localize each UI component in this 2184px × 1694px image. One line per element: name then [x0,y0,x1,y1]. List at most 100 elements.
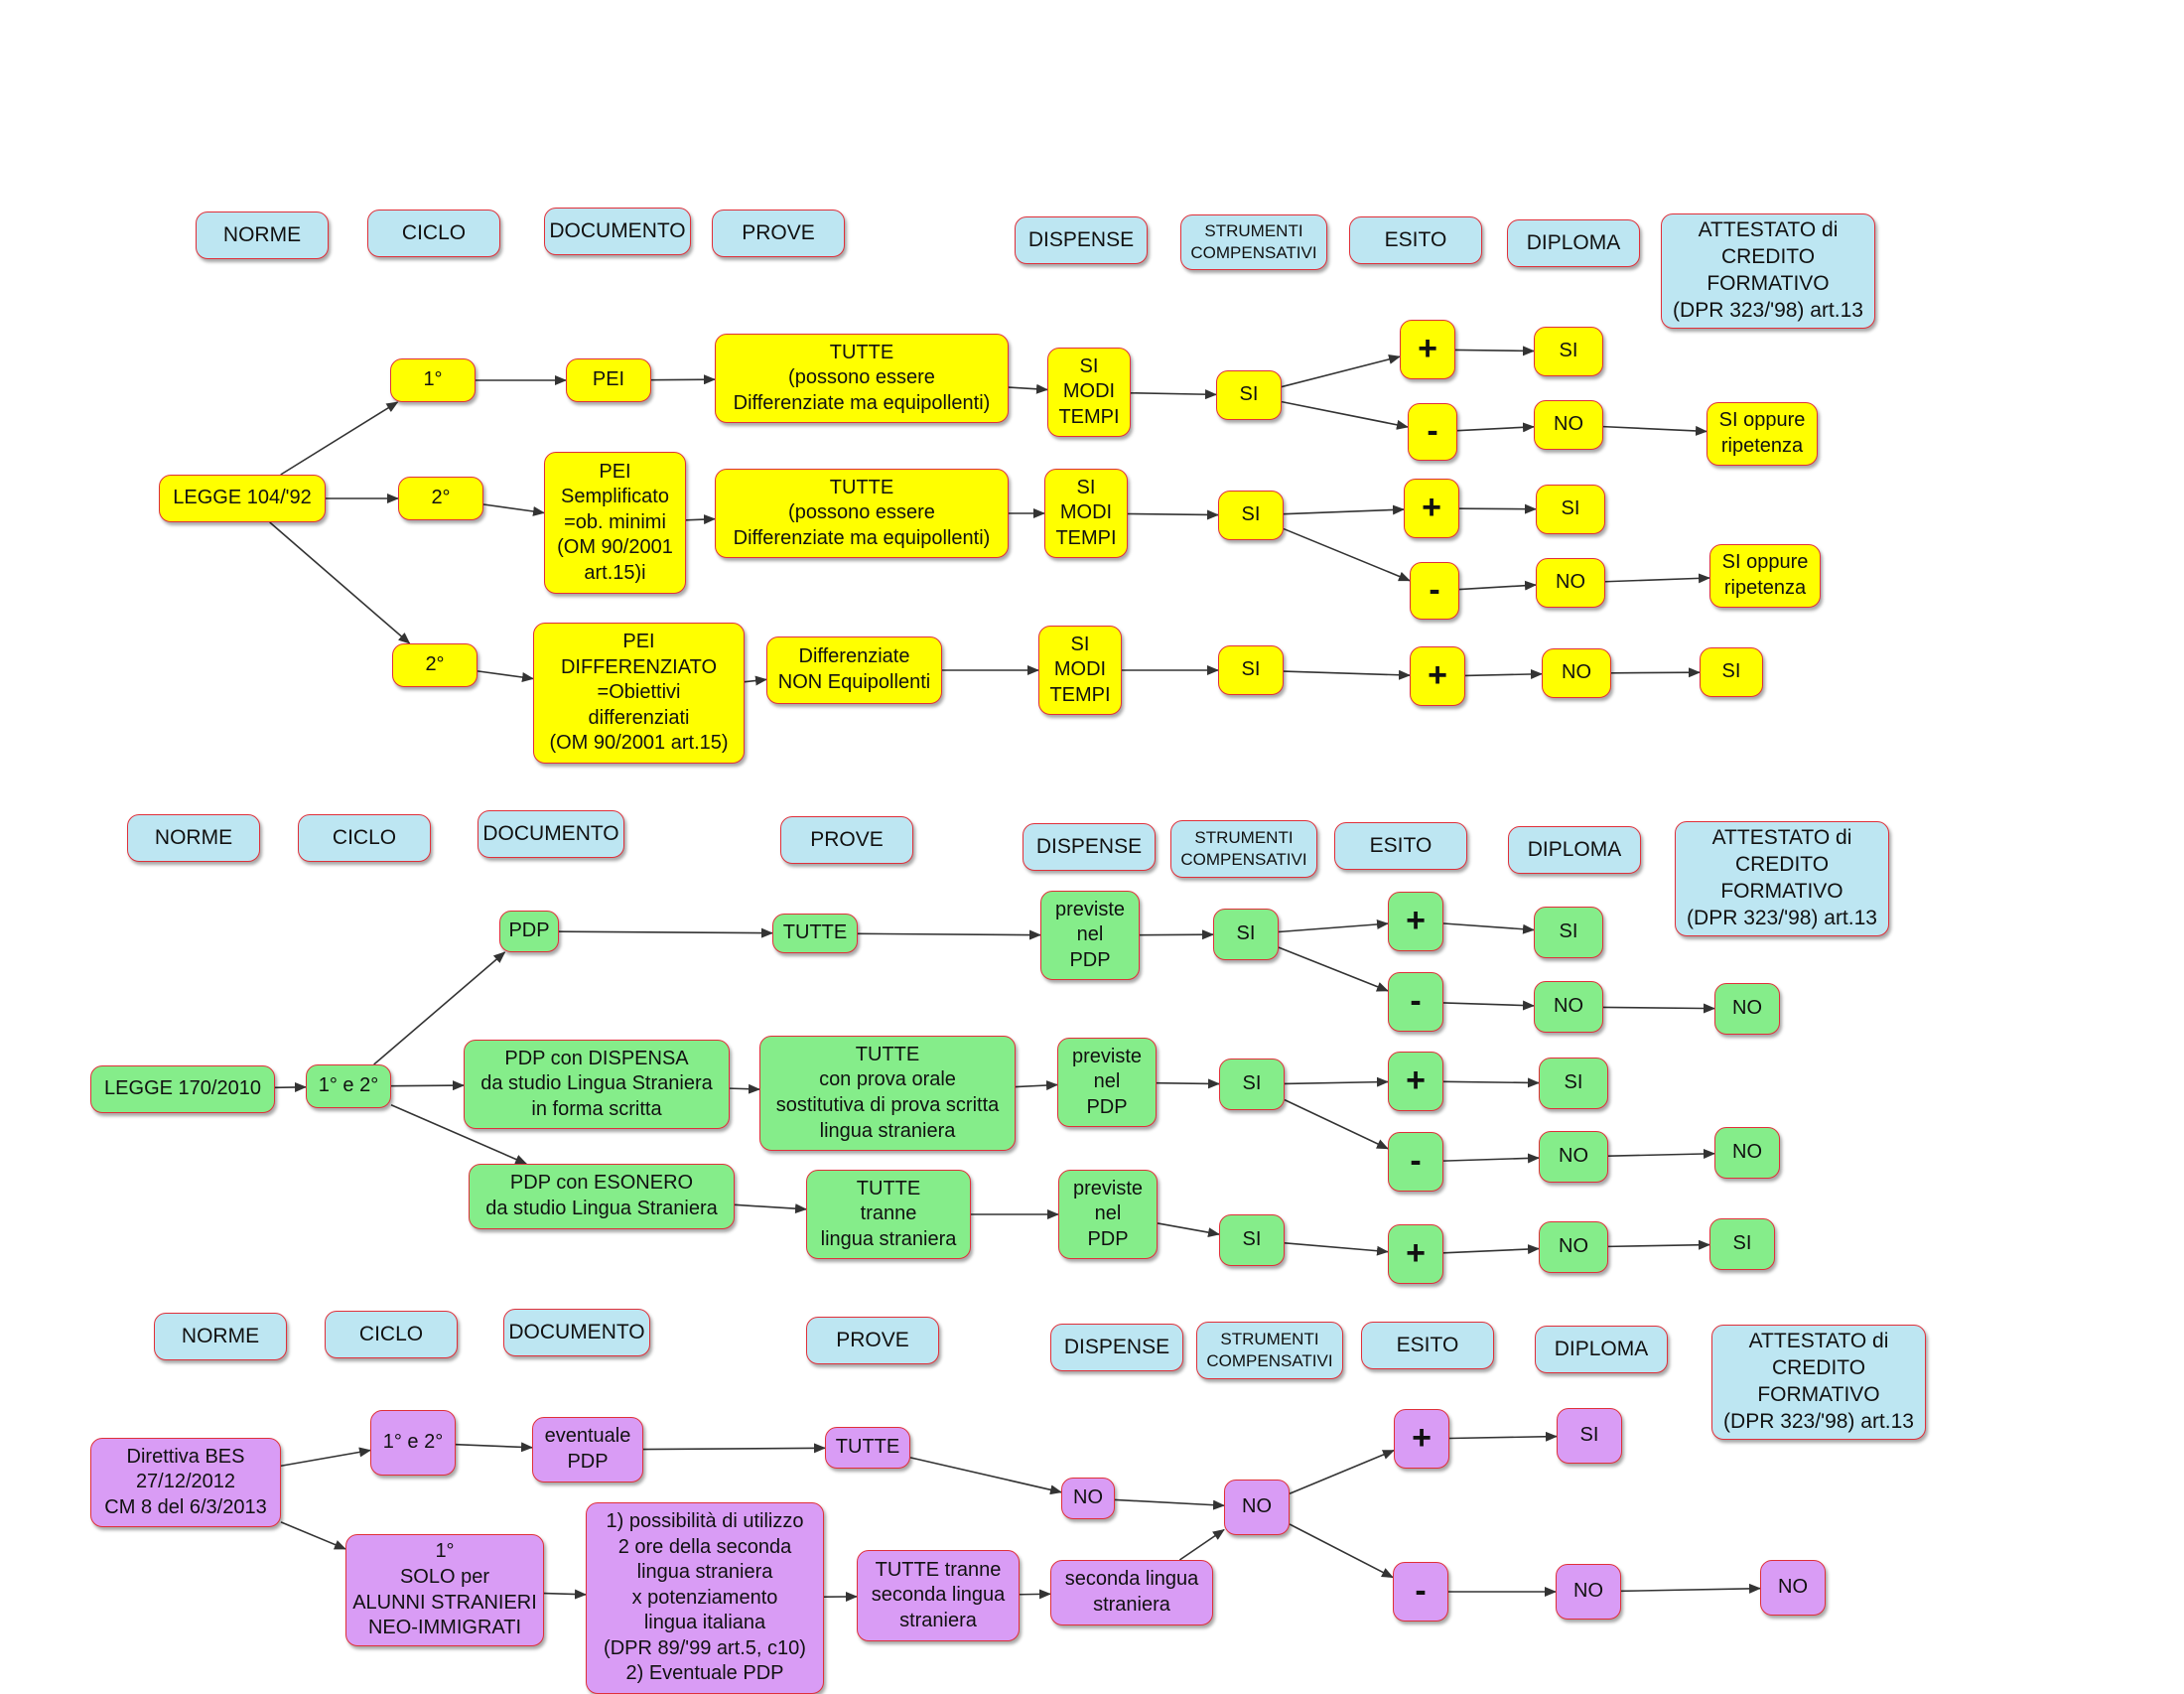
esito-minus-2: - [1410,562,1459,620]
strumenti-si-3: SI [1219,1214,1285,1266]
arrow-s1-no2-to-s1-att2 [1605,578,1709,582]
diploma-no-2: NO [1536,558,1605,608]
arrow-s1-s1-to-s1-m1 [1282,402,1408,427]
arrow-s2-no2-to-s2-att2 [1608,1154,1714,1156]
header-strumenti-2: STRUMENTI COMPENSATIVI [1170,820,1317,878]
attestato-si-oppure-1: SI oppure ripetenza [1706,402,1818,466]
header-attestato-3: ATTESTATO di CREDITO FORMATIVO (DPR 323/… [1711,1325,1926,1440]
arrow-s1-no1-to-s1-att1 [1603,427,1706,432]
prove-tutte-bes: TUTTE [825,1427,910,1469]
arrow-s3-plus-to-s3-si [1449,1437,1557,1439]
prove-tranne-lingua: TUTTE tranne lingua straniera [806,1170,971,1259]
strumenti-2: SI [1218,491,1284,540]
header-dispense: DISPENSE [1015,216,1148,264]
dispense-seconda-lingua: seconda lingua straniera [1050,1560,1213,1625]
esito-minus-g2: - [1388,1132,1443,1192]
dispense-3: SI MODI TEMPI [1038,626,1122,715]
diploma-no-bes: NO [1556,1564,1621,1620]
esito-plus-g3: + [1388,1224,1443,1284]
arrow-s3-dno-to-s3-sno [1115,1499,1224,1505]
header-ciclo-2: CICLO [298,814,431,862]
arrow-s3-tutte-to-s3-dno [910,1458,1061,1492]
diploma-si-g1: SI [1534,907,1603,958]
arrow-s1-d2-to-s1-s2 [1128,514,1218,515]
pdp-dispensa: PDP con DISPENSA da studio Lingua Strani… [464,1040,730,1129]
arrow-s1-legge-to-s1-c1 [281,402,398,475]
header-diploma: DIPLOMA [1507,219,1640,267]
arrow-s2-legge-to-s2-ciclo [275,1087,306,1088]
legge-104-92: LEGGE 104/'92 [159,475,326,522]
arrow-s2-p1-to-s2-si1 [1443,923,1534,930]
attestato-no-bes: NO [1760,1560,1826,1616]
header-ciclo-3: CICLO [325,1311,458,1358]
arrow-s3-sno-to-s3-plus [1290,1451,1394,1494]
esito-plus-2: + [1404,479,1459,538]
arrow-s2-pdpd-to-s2-t2 [730,1088,759,1089]
arrow-s2-s2-to-s2-m2 [1285,1100,1388,1149]
esito-plus-g2: + [1388,1052,1443,1111]
arrow-s2-s2-to-s2-p2 [1285,1082,1388,1084]
arrow-s1-m1-to-s1-no1 [1457,427,1534,431]
header-documento: DOCUMENTO [544,208,691,255]
header-attestato: ATTESTATO di CREDITO FORMATIVO (DPR 323/… [1661,213,1875,329]
esito-minus-g1: - [1388,972,1443,1032]
ciclo-1: 1° [390,358,476,402]
header-prove-3: PROVE [806,1317,939,1364]
header-prove-2: PROVE [780,816,913,864]
diploma-si-bes: SI [1557,1408,1622,1464]
header-diploma-3: DIPLOMA [1535,1326,1668,1373]
attestato-no-g1: NO [1714,983,1780,1035]
eventuale-pdp: eventuale PDP [532,1417,643,1482]
arrow-s1-t1-to-s1-d1 [1009,387,1047,389]
header-dispense-3: DISPENSE [1050,1324,1183,1371]
pdp: PDP [499,911,559,952]
diploma-si-2: SI [1536,485,1605,534]
pei-differenziato: PEI DIFFERENZIATO =Obiettivi differenzia… [533,623,745,764]
attestato-si-oppure-2: SI oppure ripetenza [1709,544,1821,608]
arrow-s1-peis-to-s1-t2 [686,519,715,520]
arrow-s2-d3-to-s2-s3 [1158,1223,1219,1234]
arrow-s1-s3-to-s1-p3 [1284,671,1410,675]
esito-plus-g1: + [1388,892,1443,951]
ciclo-1-e-2: 1° e 2° [306,1064,391,1108]
esito-plus-bes: + [1394,1409,1449,1469]
diploma-si-g2: SI [1539,1058,1608,1109]
esito-minus-1: - [1408,403,1457,461]
dispense-pdp-3: previste nel PDP [1058,1170,1158,1259]
header-esito-3: ESITO [1361,1322,1494,1369]
strumenti-3: SI [1218,645,1284,695]
prove-tutte-equipollenti-2: TUTTE (possono essere Differenziate ma e… [715,469,1009,558]
arrow-s3-dir-to-s3-c12 [281,1451,370,1467]
arrow-s1-legge-to-s1-c2b [270,522,410,643]
header-dispense-2: DISPENSE [1023,823,1156,871]
dispense-pdp-1: previste nel PDP [1040,891,1140,980]
attestato-si-3: SI [1700,647,1763,697]
arrow-s1-s2-to-s1-p2 [1284,509,1404,514]
prove-differenziate: Differenziate NON Equipollenti [766,636,942,704]
arrow-s1-d1-to-s1-s1 [1131,393,1216,395]
diploma-no-1: NO [1534,400,1603,450]
header-norme: NORME [196,212,329,259]
arrow-s1-no3-to-s1-att3 [1611,672,1700,673]
ciclo-1-stranieri: 1° SOLO per ALUNNI STRANIERI NEO-IMMIGRA… [345,1534,544,1646]
dispense-2: SI MODI TEMPI [1044,469,1128,558]
arrow-s3-no-to-s3-att [1621,1589,1760,1592]
header-strumenti-3: STRUMENTI COMPENSATIVI [1196,1322,1343,1379]
esito-minus-bes: - [1393,1562,1448,1622]
header-prove: PROVE [712,210,845,257]
diploma-si-1: SI [1534,327,1603,376]
arrow-s2-s1-to-s2-m1 [1279,947,1388,991]
dispense-no: NO [1061,1478,1115,1519]
arrow-s1-peid-to-s1-t3 [745,679,766,681]
dispense-pdp-2: previste nel PDP [1057,1038,1157,1127]
dispense-1: SI MODI TEMPI [1047,348,1131,437]
pdp-esonero: PDP con ESONERO da studio Lingua Stranie… [469,1164,735,1229]
arrow-s1-s1-to-s1-p1 [1282,356,1400,386]
header-attestato-2: ATTESTATO di CREDITO FORMATIVO (DPR 323/… [1675,821,1889,936]
legge-170-2010: LEGGE 170/2010 [90,1065,275,1113]
header-diploma-2: DIPLOMA [1508,826,1641,874]
arrow-s2-s3-to-s2-p3 [1285,1243,1388,1252]
arrow-s1-m2-to-s1-no2 [1459,585,1536,589]
possibilita-ore-lingua: 1) possibilità di utilizzo 2 ore della s… [586,1502,824,1694]
